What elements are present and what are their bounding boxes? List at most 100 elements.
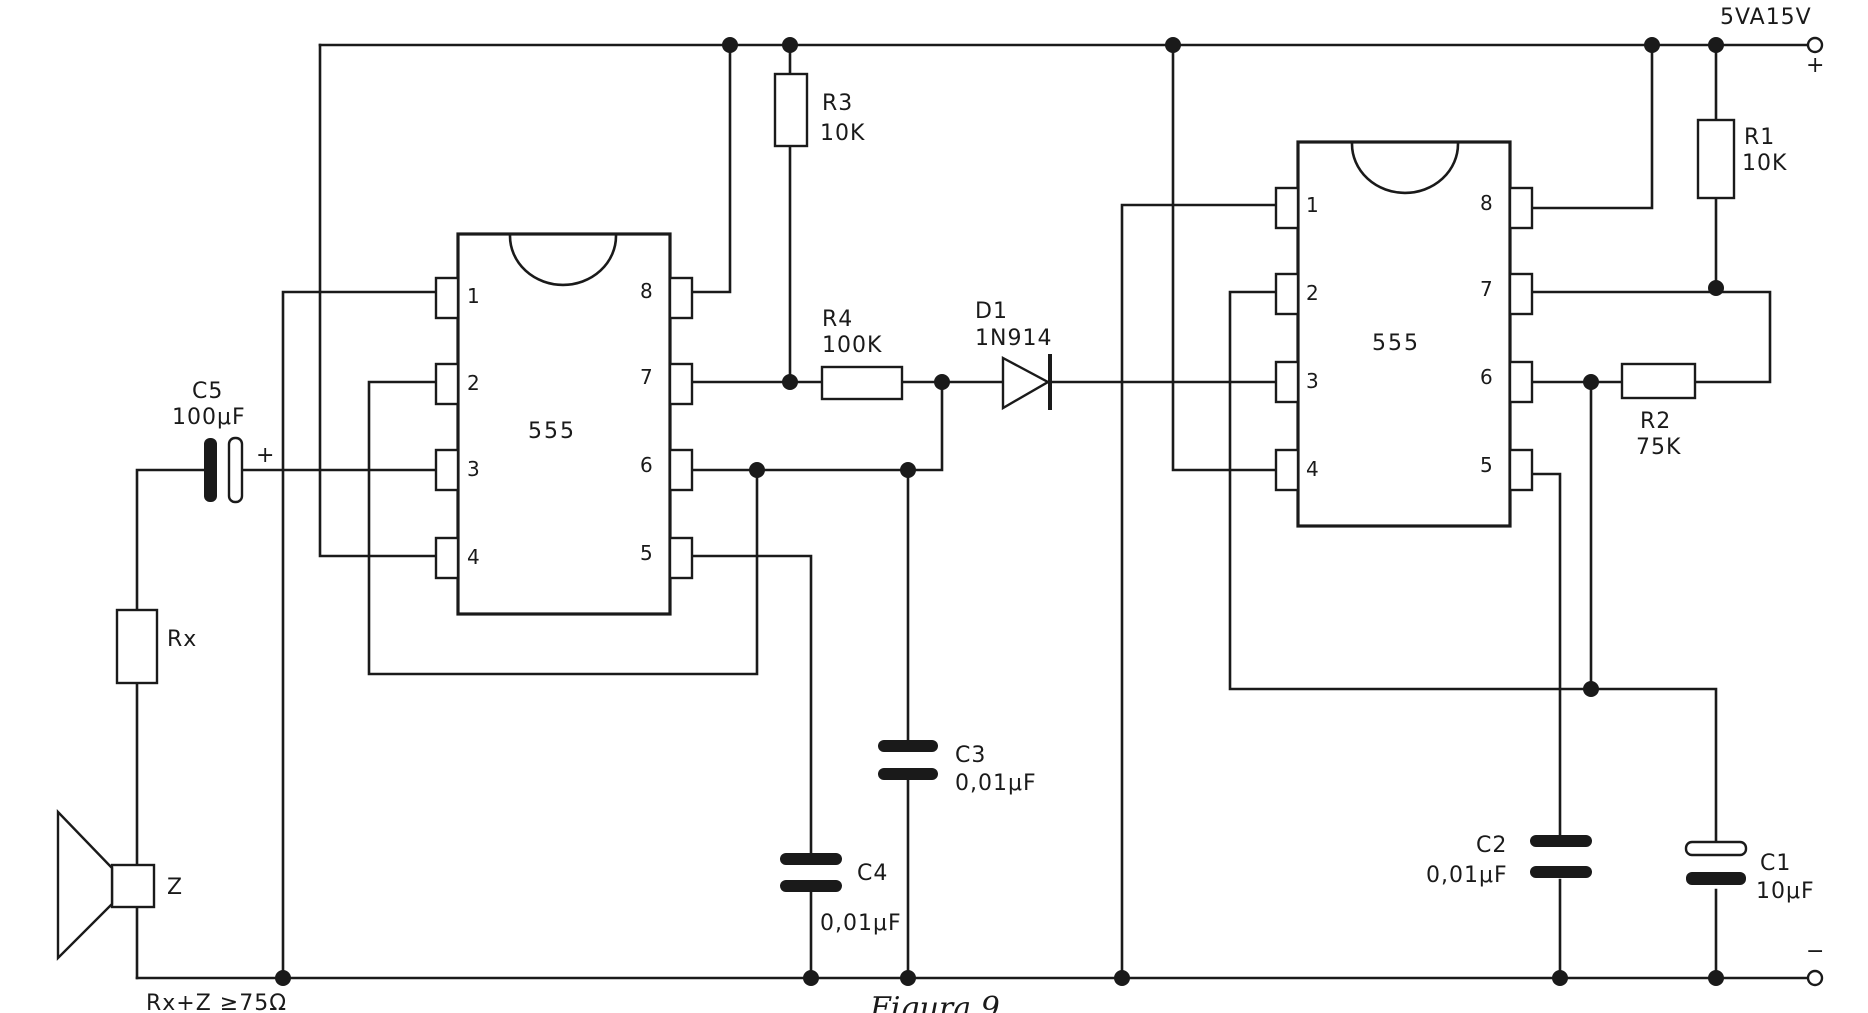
ic1-pin7 [668, 362, 694, 406]
junction-dot [1114, 970, 1130, 986]
ic1-pin1 [434, 276, 460, 320]
ic2-pin1-number: 1 [1306, 193, 1319, 217]
ic2-pin8-number: 8 [1480, 191, 1493, 215]
c5-value: 100μF [172, 405, 246, 430]
ic2-label: 555 [1372, 331, 1420, 356]
c5-name: C5 [192, 379, 223, 404]
ic1-pin6 [668, 448, 694, 492]
c4-value: 0,01μF [820, 911, 902, 936]
d1-value: 1N914 [975, 326, 1052, 351]
ic2-pin1 [1274, 186, 1300, 230]
wire-ic1-pin5 [689, 554, 813, 855]
wire-ic2-pin8 [1528, 43, 1654, 210]
junction-dot [749, 462, 765, 478]
junction-dot [900, 462, 916, 478]
speaker-cone [56, 809, 114, 961]
ic2-pin5 [1508, 448, 1534, 492]
ic1-label: 555 [528, 419, 576, 444]
ic2-pin2-number: 2 [1306, 281, 1319, 305]
junction-dot [803, 970, 819, 986]
wire-ic2-pin4 [1171, 43, 1287, 472]
wire-ic1-pin6 [689, 380, 944, 472]
wire-ic1-pin4 [318, 43, 439, 558]
wire-c5-rx [135, 468, 206, 612]
r4-name: R4 [822, 307, 853, 332]
ic1-pin5 [668, 536, 694, 580]
resistor-r3: R3 10K [773, 72, 864, 148]
r1-value: 10K [1742, 151, 1787, 176]
ic1-pin4-number: 4 [467, 545, 480, 569]
junction-dot [1708, 970, 1724, 986]
ic2-pin3-number: 3 [1306, 369, 1319, 393]
ic1-pin2-number: 2 [467, 371, 480, 395]
c5-plate-left [204, 438, 217, 502]
ic1-body [456, 232, 672, 616]
ic1-pin1-number: 1 [467, 284, 480, 308]
speaker-z: Z [56, 809, 183, 961]
capacitor-c4: C4 0,01μF [780, 853, 902, 936]
c2-name: C2 [1476, 833, 1507, 858]
c4-name: C4 [857, 861, 888, 886]
r2-name: R2 [1640, 409, 1671, 434]
supply-terminals: 5VA15V + − [1720, 5, 1824, 987]
ic2-pin4-number: 4 [1306, 457, 1319, 481]
positive-terminal [1806, 36, 1824, 54]
r3-body [773, 72, 809, 148]
junction-dot [900, 970, 916, 986]
resistor-r2: R2 75K [1620, 362, 1697, 460]
c3-plate-top [878, 740, 938, 752]
junction-dot [934, 374, 950, 390]
wire-ic1-pin1 [281, 290, 439, 980]
speaker-magnet [110, 863, 156, 909]
ic2-pin2 [1274, 272, 1300, 316]
capacitor-c3: C3 0,01μF [878, 740, 1036, 796]
wire-ic1-pin8 [689, 43, 732, 294]
c3-name: C3 [955, 743, 986, 768]
wire-ic2-pin1 [1120, 203, 1287, 980]
ic1-pin2 [434, 362, 460, 406]
junction-dot [1708, 280, 1724, 296]
junction-dot [1583, 374, 1599, 390]
wire-ic1-pin2 [367, 380, 759, 676]
r4-body [820, 365, 904, 401]
c2-plate-top [1530, 835, 1592, 847]
capacitor-c2: C2 0,01μF [1426, 833, 1592, 888]
junctions [275, 37, 1724, 986]
ic1-pin8 [668, 276, 694, 320]
ic2-pin6-number: 6 [1480, 365, 1493, 389]
junction-dot [1165, 37, 1181, 53]
r1-body [1696, 118, 1736, 200]
speaker-name: Z [167, 875, 183, 900]
supply-voltage-label: 5VA15V [1720, 5, 1812, 30]
junction-dot [1583, 681, 1599, 697]
c5-polarity: + [256, 443, 275, 468]
r1-name: R1 [1744, 125, 1775, 150]
wire-ic2-pin5 [1528, 472, 1562, 980]
c2-value: 0,01μF [1426, 863, 1508, 888]
figure-caption: Figura 9 [869, 991, 1000, 1013]
ic1-notch [508, 234, 618, 287]
junction-dot [782, 374, 798, 390]
junction-dot [1552, 970, 1568, 986]
resistor-rx: Rx [115, 608, 197, 685]
ic2-pin4 [1274, 448, 1300, 492]
junction-dot [782, 37, 798, 53]
negative-terminal [1806, 969, 1824, 987]
c1-value: 10μF [1756, 879, 1815, 904]
ic2-555: 555 1 2 3 4 8 7 6 5 [1274, 140, 1534, 528]
rx-name: Rx [167, 627, 197, 652]
c1-name: C1 [1760, 851, 1791, 876]
ic1-pin3 [434, 448, 460, 492]
r2-value: 75K [1636, 435, 1681, 460]
junction-dot [1708, 37, 1724, 53]
ic2-body [1296, 140, 1512, 528]
ic1-pin3-number: 3 [467, 457, 480, 481]
c3-plate-bottom [878, 768, 938, 780]
ic1-pin7-number: 7 [640, 365, 653, 389]
r2-body [1620, 362, 1697, 400]
impedance-note: Rx+Z ≥75Ω [146, 991, 287, 1013]
ic1-pin8-number: 8 [640, 279, 653, 303]
capacitor-c1: C1 10μF [1684, 840, 1815, 904]
c1-plate-top [1684, 840, 1748, 857]
